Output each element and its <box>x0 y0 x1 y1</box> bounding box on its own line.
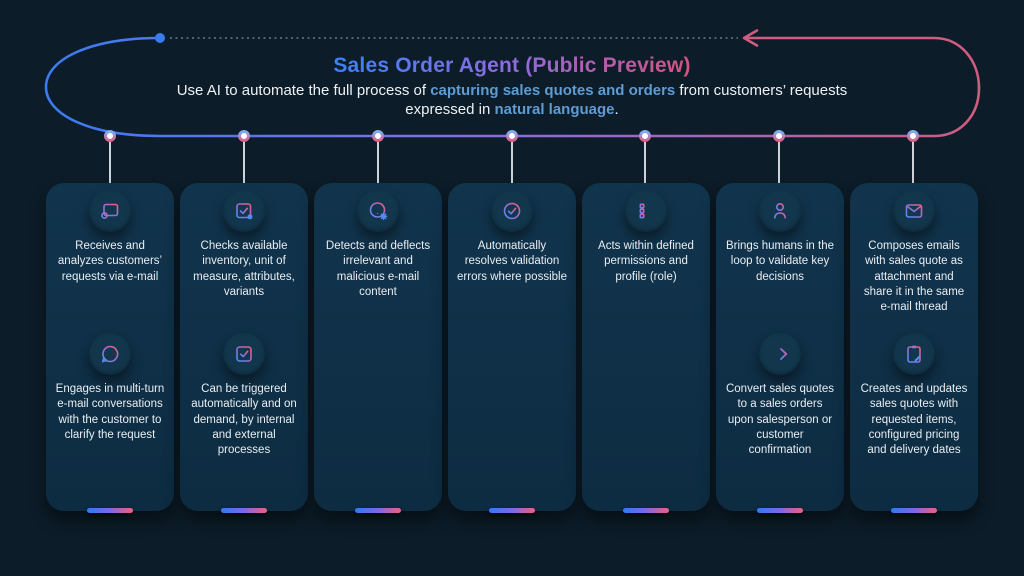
card-detect-malicious: Detects and deflects irrelevant and mali… <box>314 183 442 513</box>
card-compose-emails: Composes emails with sales quote as atta… <box>850 183 978 513</box>
card-accent-bar <box>489 508 535 513</box>
flow-loop-graphic <box>44 29 981 186</box>
timeline-stems <box>109 142 914 186</box>
card-section: Checks available inventory, unit of meas… <box>180 183 308 300</box>
flow-main-path <box>44 36 981 138</box>
card-permissions: Acts within defined permissions and prof… <box>582 183 710 513</box>
feature-cards-row: Receives and analyzes customers’ request… <box>46 183 978 513</box>
page-title: Sales Order Agent (Public Preview) <box>333 54 691 77</box>
person-icon <box>759 190 801 232</box>
card-section: Automatically resolves validation errors… <box>448 183 576 285</box>
card-section: Acts within defined permissions and prof… <box>582 183 710 285</box>
card-text: Can be triggered automatically and on de… <box>191 383 297 457</box>
timeline-dots <box>104 130 919 142</box>
card-text: Engages in multi-turn e-mail conversatio… <box>55 383 165 441</box>
card-text: Convert sales quotes to a sales orders u… <box>725 383 835 457</box>
card-section: Brings humans in the loop to validate ke… <box>716 183 844 285</box>
flow-arrowhead <box>742 29 759 47</box>
card-text: Creates and updates sales quotes with re… <box>860 383 968 457</box>
mail-icon <box>893 190 935 232</box>
card-section: Receives and analyzes customers’ request… <box>46 183 174 285</box>
card-section: Detects and deflects irrelevant and mali… <box>314 183 442 300</box>
card-section: Can be triggered automatically and on de… <box>180 333 308 458</box>
task-list-icon <box>625 190 667 232</box>
card-text: Automatically resolves validation errors… <box>457 240 567 283</box>
card-text: Composes emails with sales quote as atta… <box>863 240 965 314</box>
card-accent-bar <box>221 508 267 513</box>
card-check-inventory: Checks available inventory, unit of meas… <box>180 183 308 513</box>
flow-return-path <box>746 36 981 90</box>
card-text: Checks available inventory, unit of meas… <box>193 240 295 298</box>
chat-icon <box>89 333 131 375</box>
card-resolve-errors: Automatically resolves validation errors… <box>448 183 576 513</box>
subtitle-highlight-1: capturing sales quotes and orders <box>430 82 676 99</box>
card-human-in-loop: Brings humans in the loop to validate ke… <box>716 183 844 513</box>
card-section: Convert sales quotes to a sales orders u… <box>716 333 844 458</box>
chat-note-icon <box>89 190 131 232</box>
check-circle-icon <box>491 190 533 232</box>
page-subtitle: Use AI to automate the full process of c… <box>0 81 1024 119</box>
flow-start-dot <box>155 33 165 43</box>
alert-gear-icon <box>357 190 399 232</box>
card-section: Composes emails with sales quote as atta… <box>850 183 978 315</box>
arrow-right-icon <box>759 333 801 375</box>
clipboard-edit-icon <box>893 333 935 375</box>
card-section: Creates and updates sales quotes with re… <box>850 333 978 458</box>
card-accent-bar <box>757 508 803 513</box>
checkbox-item-icon <box>223 190 265 232</box>
header: Sales Order Agent (Public Preview) Use A… <box>0 54 1024 119</box>
subtitle-line-1: Use AI to automate the full process of c… <box>176 82 848 99</box>
card-receive-requests: Receives and analyzes customers’ request… <box>46 183 174 513</box>
card-text: Acts within defined permissions and prof… <box>598 240 694 283</box>
card-accent-bar <box>891 508 937 513</box>
subtitle-line-2: expressed in natural language. <box>405 101 619 118</box>
card-section: Engages in multi-turn e-mail conversatio… <box>46 333 174 443</box>
card-accent-bar <box>355 508 401 513</box>
subtitle-highlight-2: natural language <box>494 101 615 118</box>
card-accent-bar <box>87 508 133 513</box>
card-text: Receives and analyzes customers’ request… <box>57 240 163 283</box>
card-text: Detects and deflects irrelevant and mali… <box>325 240 431 298</box>
checkbox-icon <box>223 333 265 375</box>
card-accent-bar <box>623 508 669 513</box>
card-text: Brings humans in the loop to validate ke… <box>725 240 835 283</box>
